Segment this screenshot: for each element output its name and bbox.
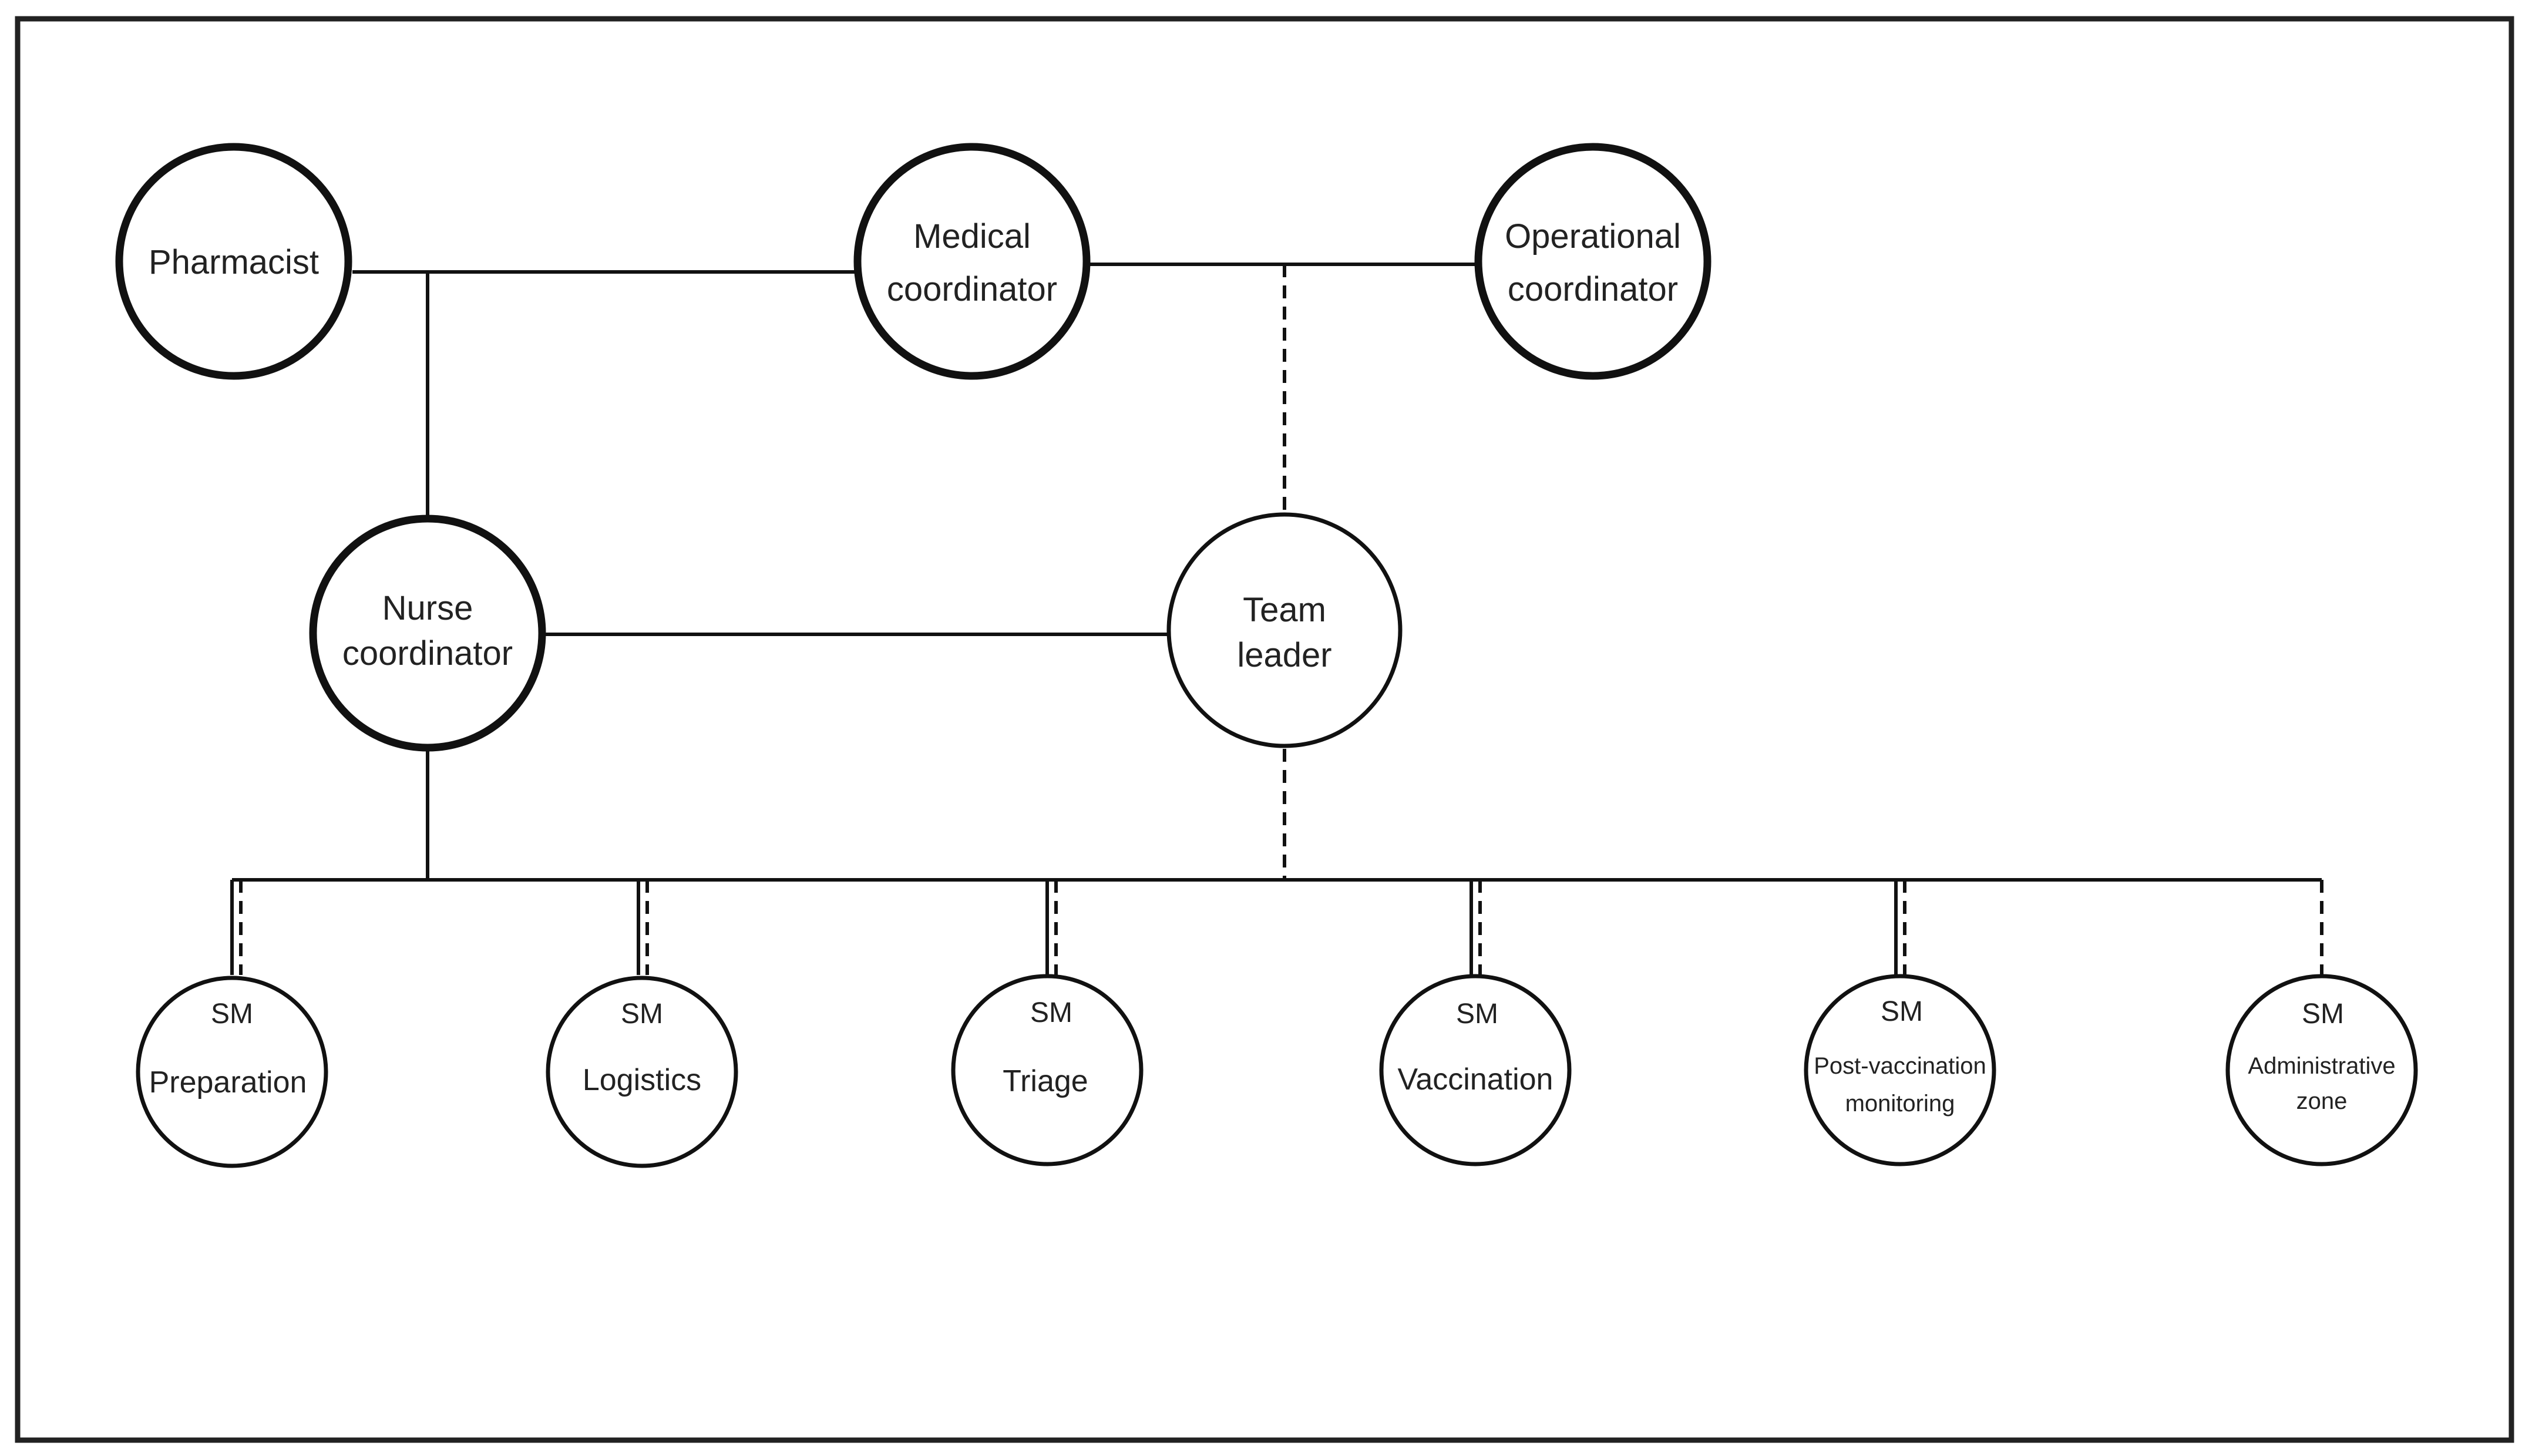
node-medical-coordinator: Medical coordinator xyxy=(853,143,1091,380)
node-label-line-1: Team xyxy=(1243,591,1326,629)
sm-node-administrative-zone: SM Administrative zone xyxy=(2225,974,2418,1166)
node-label-line-1: Medical xyxy=(913,217,1031,255)
sm-node-logistics: SM Logistics xyxy=(546,976,738,1168)
diagram-frame xyxy=(15,16,2514,1443)
sm-label: Vaccination xyxy=(1398,1062,1553,1097)
connectors xyxy=(230,263,2323,975)
node-label-line-1: Nurse xyxy=(382,589,473,627)
node-operational-coordinator: Operational coordinator xyxy=(1474,143,1711,380)
sm-label-line-1: Administrative xyxy=(2248,1053,2395,1079)
sm-label-line-1: Post-vaccination xyxy=(1814,1053,1986,1079)
sm-node-preparation: SM Preparation xyxy=(136,976,328,1168)
node-nurse-coordinator: Nurse coordinator xyxy=(309,515,546,752)
sm-prefix: SM xyxy=(621,998,663,1030)
sm-label: Logistics xyxy=(583,1063,701,1097)
node-label-line-2: coordinator xyxy=(1508,270,1678,308)
sm-prefix: SM xyxy=(1881,996,1923,1027)
sm-node-triage: SM Triage xyxy=(951,974,1144,1166)
node-label: Pharmacist xyxy=(149,243,319,281)
node-pharmacist: Pharmacist xyxy=(115,143,352,380)
sm-node-post-vaccination-monitoring: SM Post-vaccination monitoring xyxy=(1804,974,1996,1166)
sm-prefix: SM xyxy=(1456,998,1498,1030)
sm-prefix: SM xyxy=(211,998,253,1030)
sm-prefix: SM xyxy=(1030,997,1072,1028)
sm-label-line-2: zone xyxy=(2296,1088,2348,1114)
node-label-line-2: coordinator xyxy=(342,634,513,672)
sm-label: Triage xyxy=(1003,1064,1088,1098)
node-label-line-2: coordinator xyxy=(887,270,1057,308)
node-label-line-2: leader xyxy=(1237,636,1331,674)
sm-label-line-2: monitoring xyxy=(1845,1091,1955,1117)
node-label-line-1: Operational xyxy=(1505,217,1681,255)
node-team-leader: Team leader xyxy=(1166,512,1403,748)
sm-label: Preparation xyxy=(149,1065,307,1099)
sm-node-vaccination: SM Vaccination xyxy=(1379,974,1572,1166)
sm-prefix: SM xyxy=(2302,998,2344,1030)
